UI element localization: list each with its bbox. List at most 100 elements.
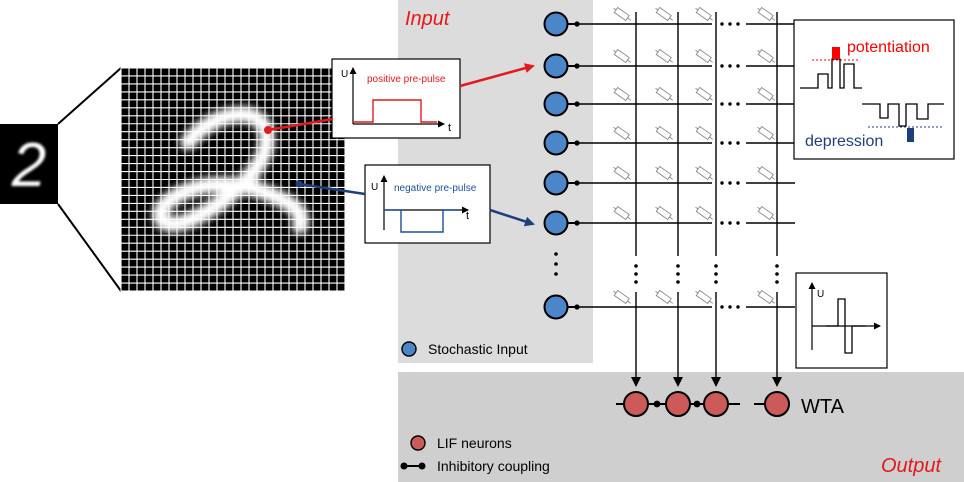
row-ellipsis-dot — [736, 102, 740, 106]
negative-pulse-label: negative pre-pulse — [394, 183, 477, 194]
row-ellipsis-dot — [720, 102, 724, 106]
input-neuron — [543, 53, 569, 79]
synapse-body — [695, 86, 712, 102]
row-ellipsis-dot — [720, 181, 724, 185]
stochastic-input-legend-icon — [401, 341, 417, 357]
synapse-device — [695, 289, 714, 305]
potentiation-marker — [832, 47, 840, 59]
synapse-body — [695, 48, 712, 64]
synapse-device — [695, 125, 714, 141]
synapse-lead — [695, 7, 699, 11]
synapse-lead — [709, 17, 714, 21]
row-ellipsis-dot — [728, 102, 732, 106]
synapse-lead — [627, 136, 632, 140]
synapse-lead — [709, 216, 714, 220]
input-title: Input — [405, 8, 451, 30]
synapse-lead — [655, 49, 659, 53]
row-ellipsis-dot — [728, 305, 732, 309]
input-neuron-terminal — [574, 304, 580, 310]
row-ellipsis-dot — [728, 22, 732, 26]
inhibitory-coupling-dot — [653, 400, 661, 408]
lif-neuron-legend-icon — [410, 435, 426, 451]
row-ellipsis-dot — [720, 305, 724, 309]
negative-pulse-axis-t: t — [466, 210, 469, 222]
input-neuron-terminal — [574, 101, 580, 107]
row-ellipsis-dot — [736, 305, 740, 309]
lif-neuron — [623, 391, 649, 417]
synapse-body — [655, 165, 672, 181]
synapse-lead — [627, 59, 632, 63]
synapse-body — [613, 48, 630, 64]
synapse-body — [695, 6, 712, 22]
synapse-device — [655, 165, 674, 181]
synapse-lead — [771, 176, 776, 180]
synapse-body — [655, 86, 672, 102]
synapse-body — [613, 6, 630, 22]
column-ellipsis-dot — [775, 264, 779, 268]
synapse-body — [757, 48, 774, 64]
synapse-body — [613, 165, 630, 181]
positive-pulse-axis-t: t — [448, 122, 451, 134]
column-ellipsis-dot — [676, 280, 680, 284]
depression-waveform — [862, 103, 944, 127]
crossbar-array — [543, 6, 795, 417]
synapse-device — [613, 86, 632, 102]
synapse-lead — [669, 176, 674, 180]
synapse-lead — [757, 126, 761, 130]
synapse-device — [613, 6, 632, 22]
synapse-body — [757, 86, 774, 102]
lif-neuron — [665, 391, 691, 417]
synapse-body — [695, 289, 712, 305]
column-ellipsis-dot — [676, 272, 680, 276]
lif-neuron-legend-label: LIF neurons — [437, 435, 512, 451]
input-ellipsis-dot — [554, 252, 558, 256]
synapse-body — [757, 6, 774, 22]
digit-thumbnail-glyph: 2 — [11, 131, 46, 200]
column-ellipsis-dot — [714, 264, 718, 268]
synapse-lead — [669, 216, 674, 220]
synapse-body — [655, 205, 672, 221]
column-ellipsis-dot — [714, 272, 718, 276]
row-ellipsis-dot — [728, 181, 732, 185]
row-ellipsis-dot — [736, 141, 740, 145]
synapse-lead — [709, 300, 714, 304]
input-neuron — [543, 210, 569, 236]
synapse-lead — [613, 126, 617, 130]
row-ellipsis-dot — [736, 22, 740, 26]
synapse-lead — [627, 300, 632, 304]
synapse-lead — [613, 7, 617, 11]
synapse-body — [695, 165, 712, 181]
synapse-lead — [771, 300, 776, 304]
input-neuron-terminal — [574, 63, 580, 69]
input-neuron — [543, 130, 569, 156]
positive-pixel-arrow — [264, 63, 535, 134]
synapse-device — [757, 165, 776, 181]
synapse-lead — [709, 176, 714, 180]
row-ellipsis-dot — [736, 181, 740, 185]
synapse-device — [655, 6, 674, 22]
input-neuron — [543, 91, 569, 117]
row-ellipsis-dot — [728, 221, 732, 225]
synapse-device — [695, 6, 714, 22]
synapse-device — [757, 6, 776, 22]
row-ellipsis-dot — [720, 141, 724, 145]
synapse-lead — [695, 166, 699, 170]
synapse-body — [757, 205, 774, 221]
positive-pulse-waveform — [353, 99, 437, 123]
column-ellipsis-dot — [676, 264, 680, 268]
synapse-lead — [695, 126, 699, 130]
synapse-lead — [757, 290, 761, 294]
synapse-lead — [757, 166, 761, 170]
input-neuron-terminal — [574, 220, 580, 226]
synapse-lead — [771, 136, 776, 140]
synapse-body — [757, 165, 774, 181]
synapse-device — [695, 205, 714, 221]
synapse-lead — [757, 7, 761, 11]
synapse-lead — [757, 49, 761, 53]
input-neuron — [543, 170, 569, 196]
synapse-device — [695, 165, 714, 181]
synapse-body — [655, 125, 672, 141]
input-ellipsis-dot — [554, 272, 558, 276]
